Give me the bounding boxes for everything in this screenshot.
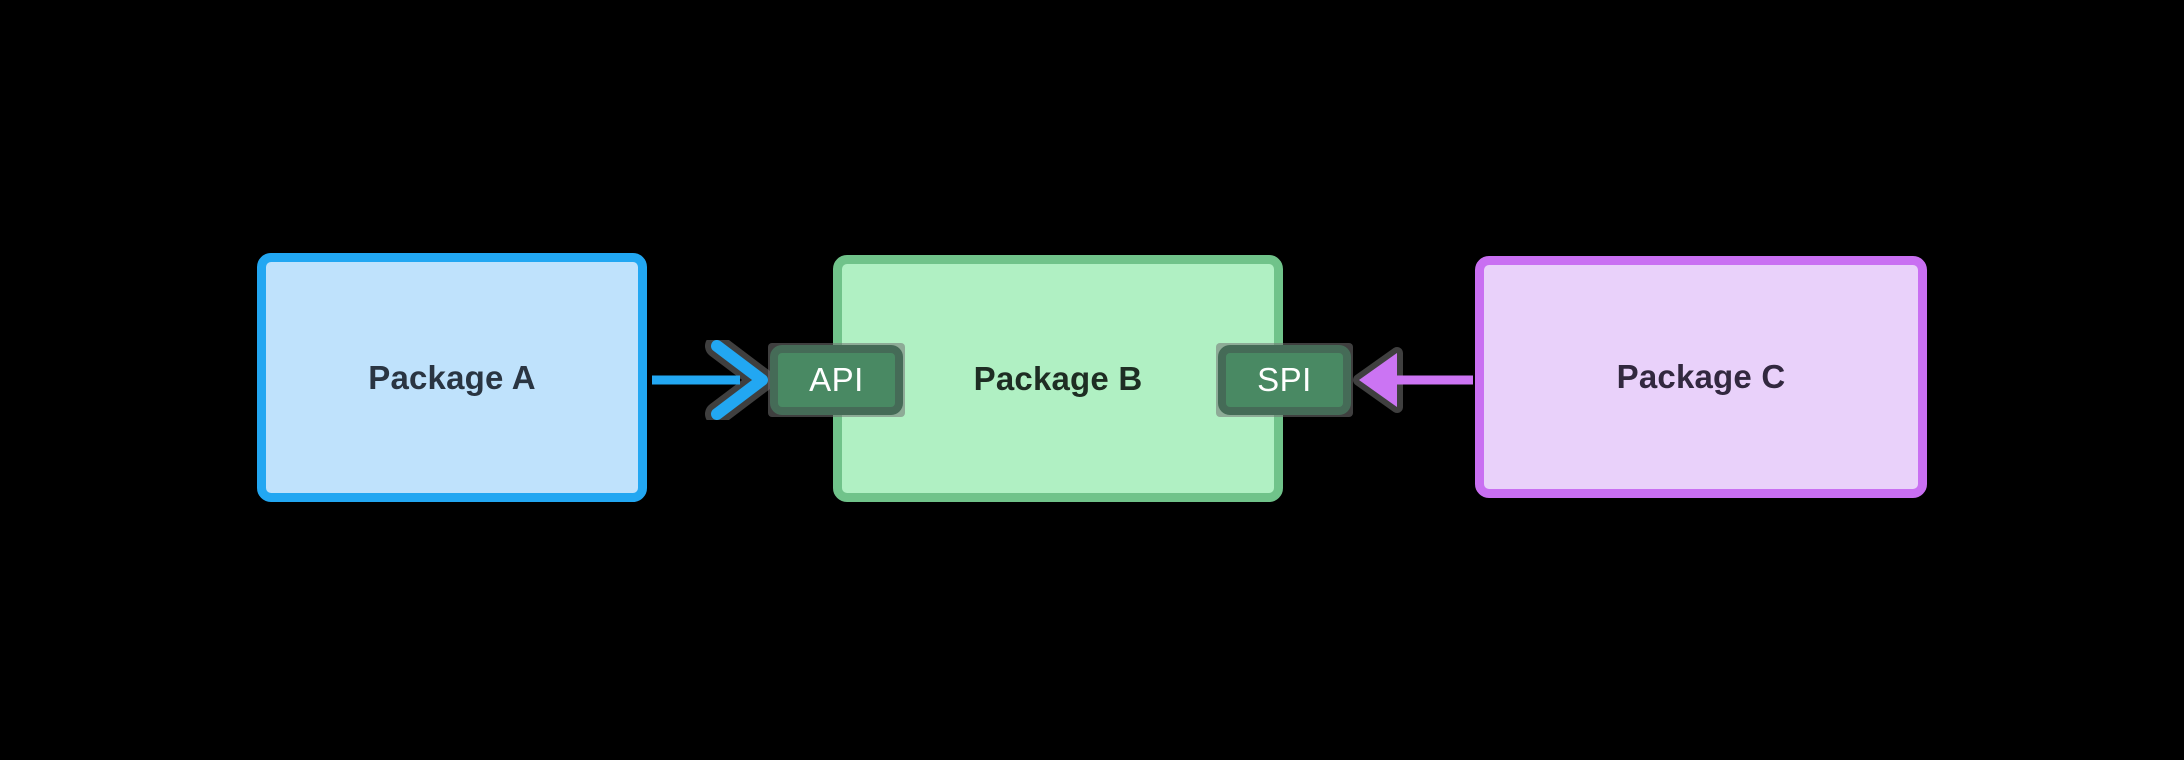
badge-api: API: [768, 343, 905, 417]
badge-spi: SPI: [1216, 343, 1353, 417]
node-package-b: Package B: [831, 253, 1285, 504]
node-package-a: Package A: [255, 251, 649, 504]
node-package-c-label: Package C: [1616, 358, 1786, 395]
node-package-a-label: Package A: [368, 358, 536, 396]
badge-spi-label: SPI: [1257, 361, 1312, 398]
arrow-head: [711, 340, 768, 420]
arrow-c-to-spi-icon: [1353, 347, 1473, 413]
arrow-head: [1359, 353, 1397, 407]
arrow-a-to-api-icon: [652, 340, 774, 420]
badge-api-label: API: [809, 361, 864, 398]
node-package-b-label: Package B: [973, 359, 1143, 397]
node-package-c: Package C: [1473, 254, 1929, 500]
